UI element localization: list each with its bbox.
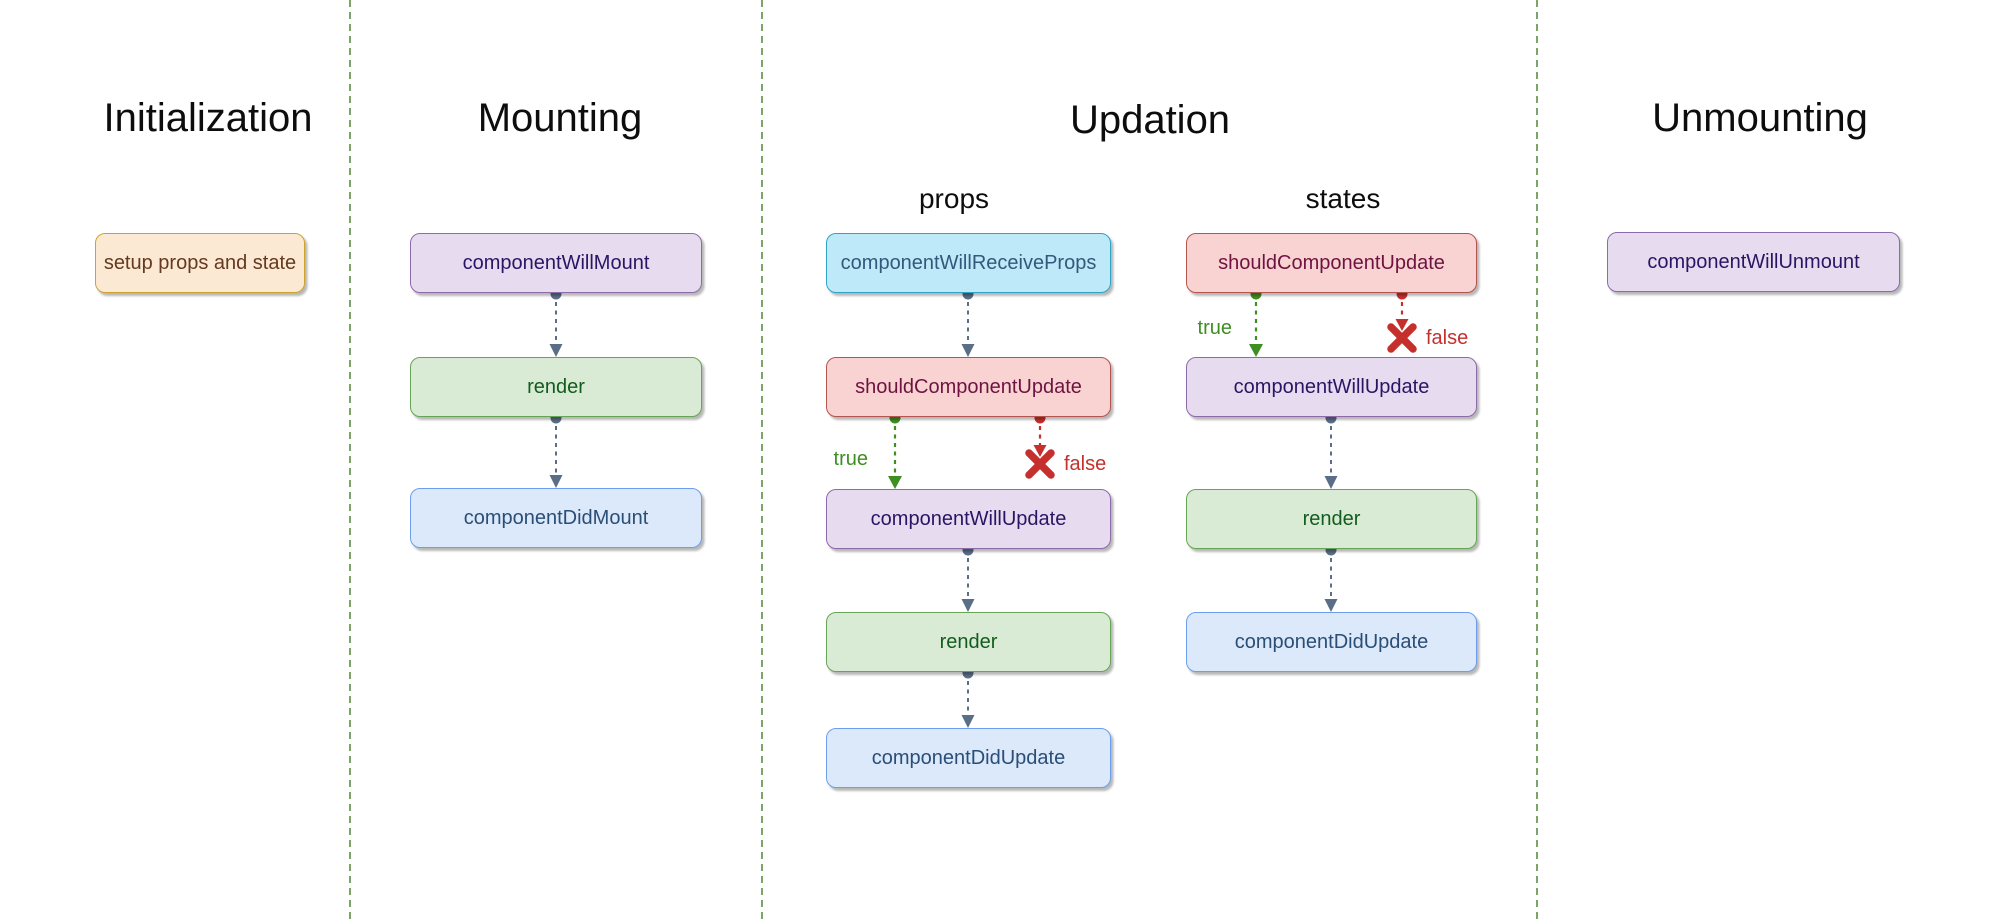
section-title-unmounting: Unmounting <box>1652 96 1868 140</box>
true-label-props: true <box>833 448 868 470</box>
node-component-did-update-props: componentDidUpdate <box>826 728 1111 788</box>
subcolumn-title-props: props <box>918 183 990 214</box>
node-component-will-unmount: componentWillUnmount <box>1607 232 1900 292</box>
false-label-states: false <box>1426 327 1469 349</box>
node-should-component-update-states: shouldComponentUpdate <box>1186 233 1477 293</box>
node-render-mounting: render <box>410 357 702 417</box>
node-component-will-update-props: componentWillUpdate <box>826 489 1111 549</box>
section-title-updation: Updation <box>1069 98 1231 142</box>
node-setup-props-and-state: setup props and state <box>95 233 305 293</box>
false-label-props: false <box>1064 453 1107 475</box>
node-render-states: render <box>1186 489 1477 549</box>
node-component-did-mount: componentDidMount <box>410 488 702 548</box>
node-component-will-mount: componentWillMount <box>410 233 702 293</box>
x-mark-icon <box>1025 449 1055 479</box>
node-component-did-update-states: componentDidUpdate <box>1186 612 1477 672</box>
node-component-will-receive-props: componentWillReceiveProps <box>826 233 1111 293</box>
section-title-initialization: Initialization <box>103 96 313 140</box>
x-mark-icon <box>1387 323 1417 353</box>
node-render-props: render <box>826 612 1111 672</box>
node-component-will-update-states: componentWillUpdate <box>1186 357 1477 417</box>
true-label-states: true <box>1197 317 1232 339</box>
subcolumn-title-states: states <box>1305 183 1381 214</box>
section-title-mounting: Mounting <box>477 96 643 140</box>
node-should-component-update-props: shouldComponentUpdate <box>826 357 1111 417</box>
